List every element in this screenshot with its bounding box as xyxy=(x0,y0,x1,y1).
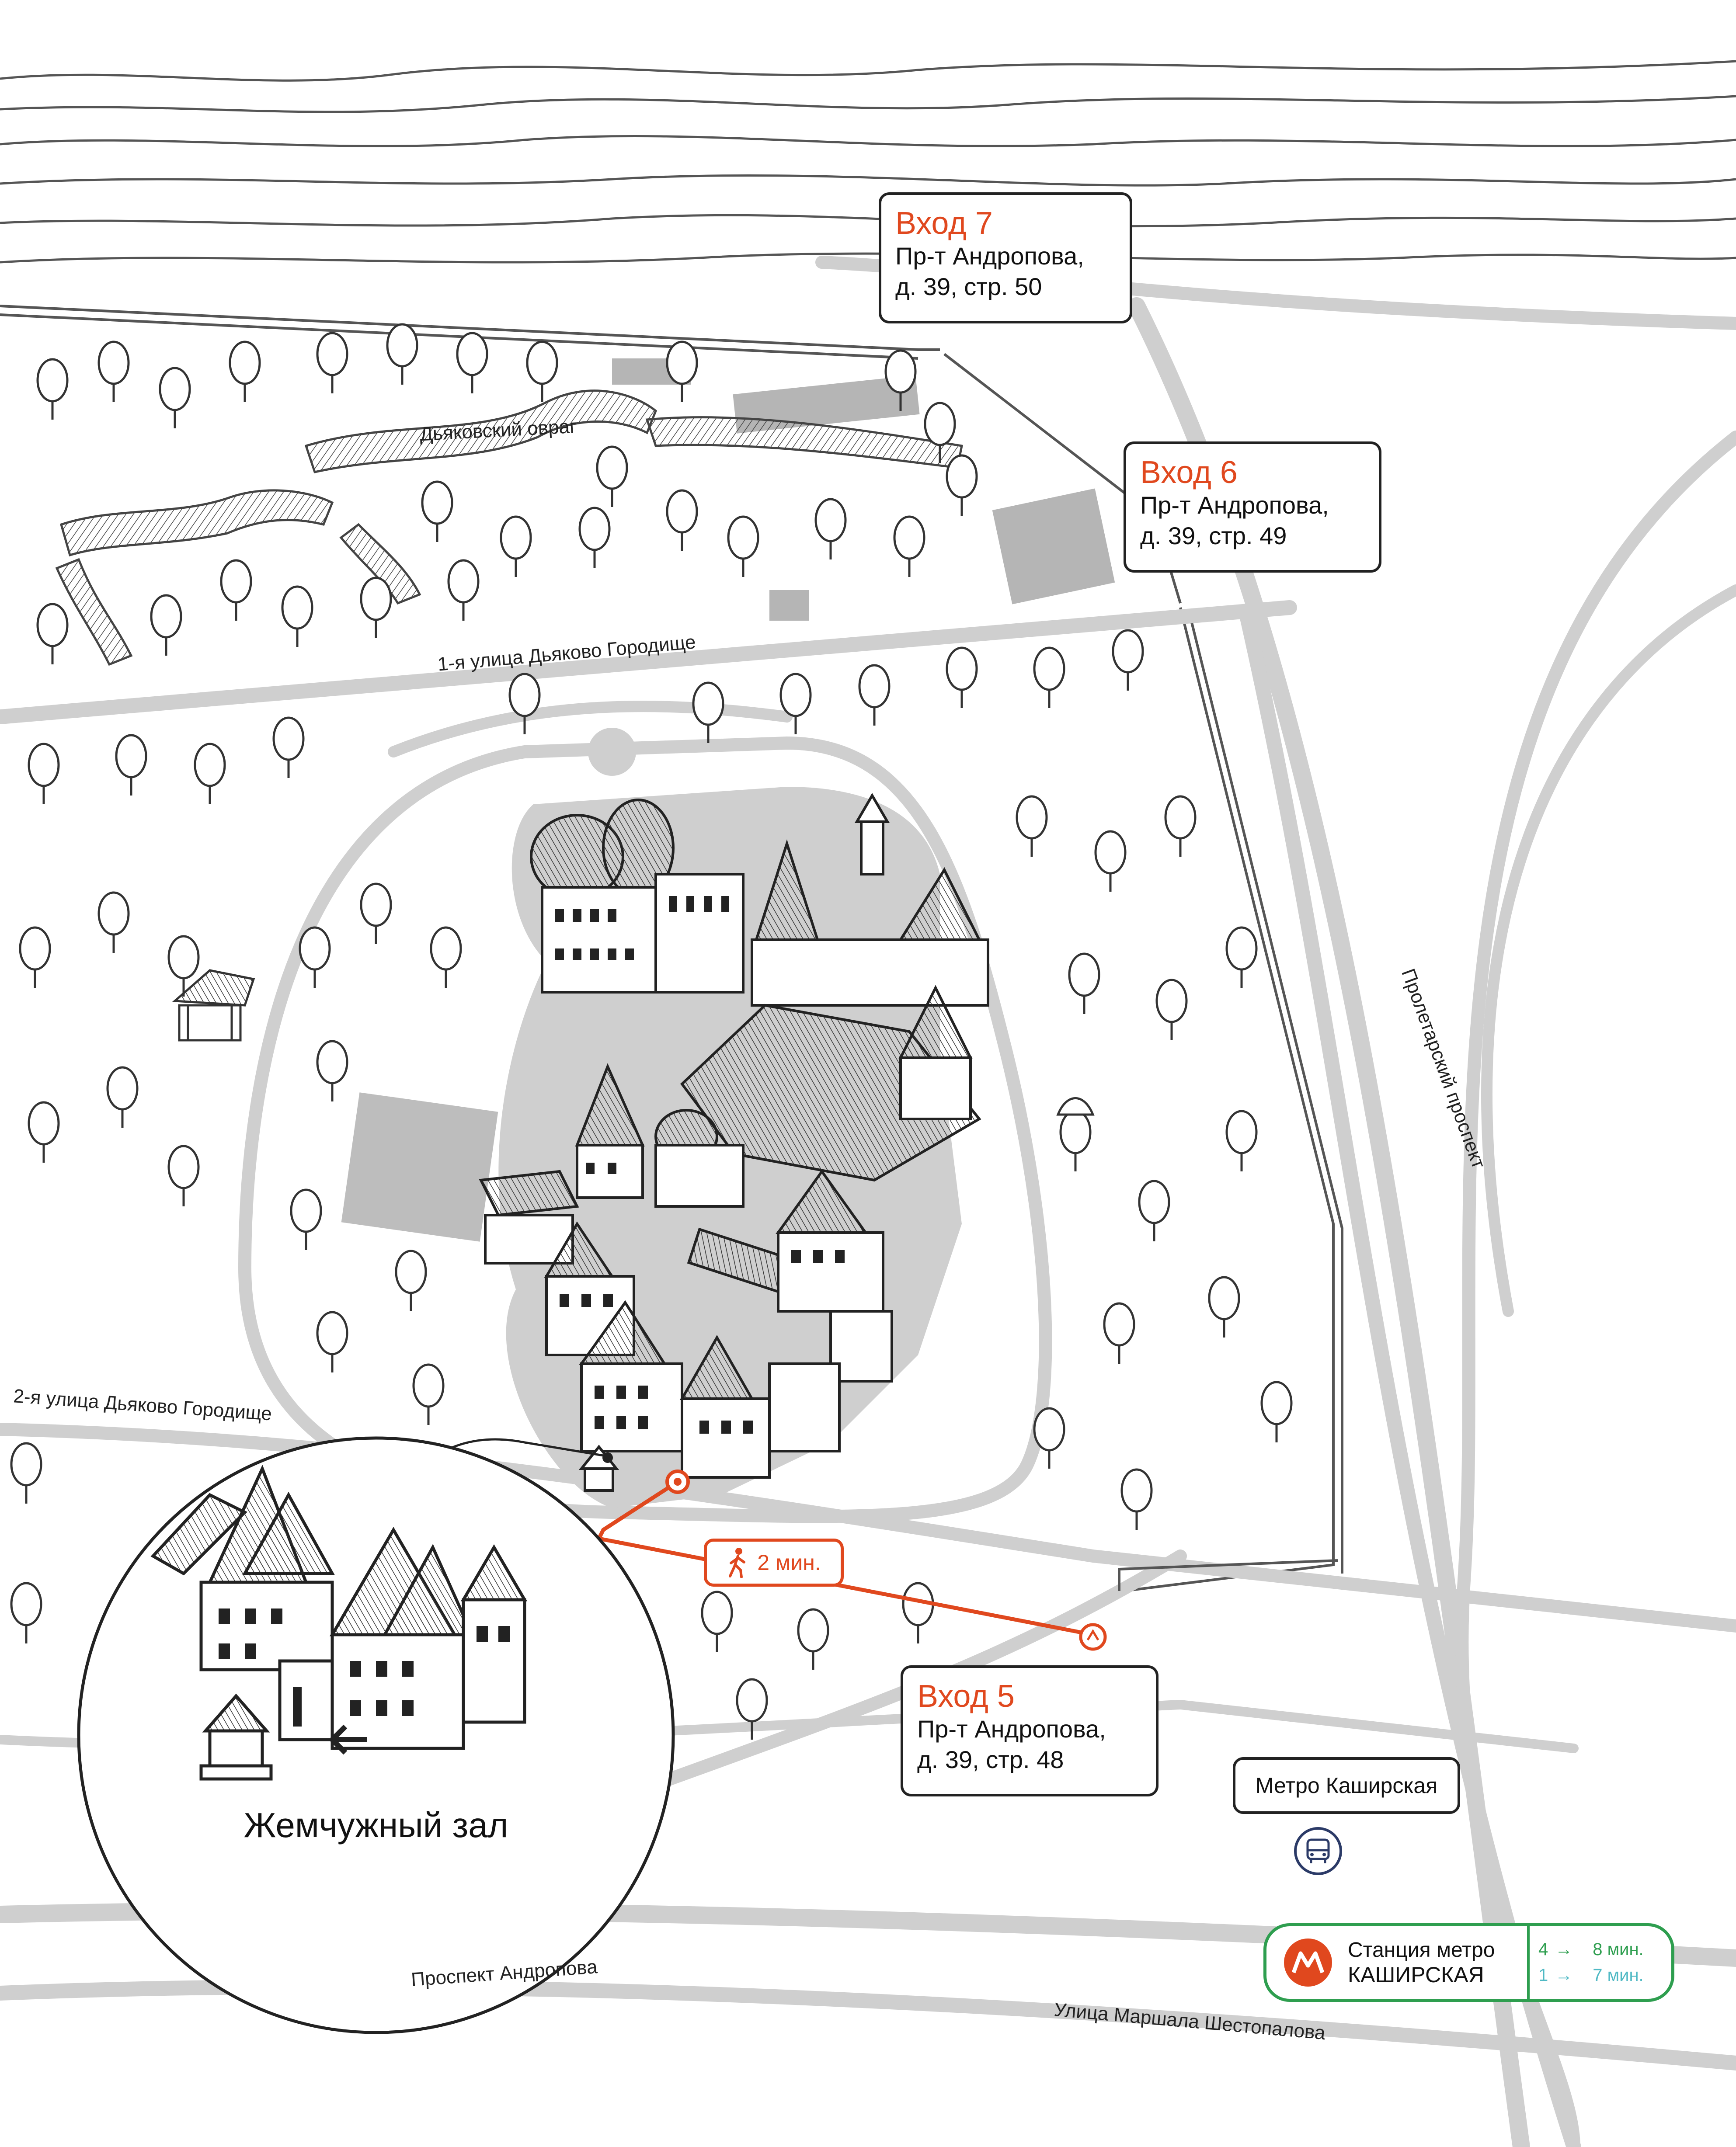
walk-time-label: 2 мин. xyxy=(757,1550,821,1575)
entrance-6-title: Вход 6 xyxy=(1140,455,1238,490)
parking-lot xyxy=(341,1092,498,1242)
river-bank-lines xyxy=(0,60,1736,264)
entrance-7-address-line2: д. 39, стр. 50 xyxy=(895,273,1042,301)
arrow-icon xyxy=(330,1724,367,1755)
entrance-6-callout[interactable]: Вход 6 Пр-т Андропова, д. 39, стр. 49 xyxy=(1124,441,1381,573)
walk-time-badge: 2 мин. xyxy=(704,1539,844,1587)
kolomenskoye-palace xyxy=(479,793,989,1492)
metro-station-badge[interactable]: Станция метро КАШИРСКАЯ 4→8 мин. 1→7 мин… xyxy=(1263,1923,1674,2002)
complex-loop-road xyxy=(238,736,1052,1523)
metro-station-line2: КАШИРСКАЯ xyxy=(1348,1962,1484,1987)
entrance-6-address-line2: д. 39, стр. 49 xyxy=(1140,522,1287,550)
metro-stop-label: Метро Каширская xyxy=(1255,1773,1438,1798)
parking-lot xyxy=(992,488,1115,604)
entrance-5-title: Вход 5 xyxy=(917,1679,1015,1714)
metro-station-line1: Станция метро xyxy=(1348,1938,1495,1962)
entrance-5-callout[interactable]: Вход 5 Пр-т Андропова, д. 39, стр. 48 xyxy=(901,1665,1158,1796)
entrance-5-address-line1: Пр-т Андропова, xyxy=(917,1715,1106,1743)
entrance-6-address-line1: Пр-т Андропова, xyxy=(1140,491,1329,519)
inset-circle xyxy=(77,1436,675,2034)
route-row-4: 4→8 мин. xyxy=(1538,1940,1644,1959)
metro-stop-callout[interactable]: Метро Каширская xyxy=(1233,1757,1460,1814)
ravine xyxy=(55,389,963,666)
parking-lot xyxy=(733,375,920,434)
bus-icon xyxy=(1294,1827,1342,1875)
entrance-7-title: Вход 7 xyxy=(895,206,993,241)
inset-title: Жемчужный зал xyxy=(244,1806,508,1845)
mound-icon xyxy=(1056,1097,1095,1116)
gazebo xyxy=(172,969,255,1042)
entrance-7-address-line1: Пр-т Андропова, xyxy=(895,242,1084,270)
entrance-5-address-line2: д. 39, стр. 48 xyxy=(917,1746,1064,1774)
inset-leader-dot xyxy=(602,1452,613,1463)
parking-lot xyxy=(769,590,809,621)
metro-routes: 4→8 мин. 1→7 мин. xyxy=(1527,1926,1671,1999)
fence-segments xyxy=(1118,1559,1338,1591)
entrance-7-callout[interactable]: Вход 7 Пр-т Андропова, д. 39, стр. 50 xyxy=(879,192,1132,323)
metro-m-icon xyxy=(1284,1939,1332,1987)
route-row-1: 1→7 мин. xyxy=(1538,1966,1644,1985)
roundabout xyxy=(588,728,636,776)
walking-route xyxy=(596,1470,1107,1651)
walking-person-icon xyxy=(729,1548,746,1578)
